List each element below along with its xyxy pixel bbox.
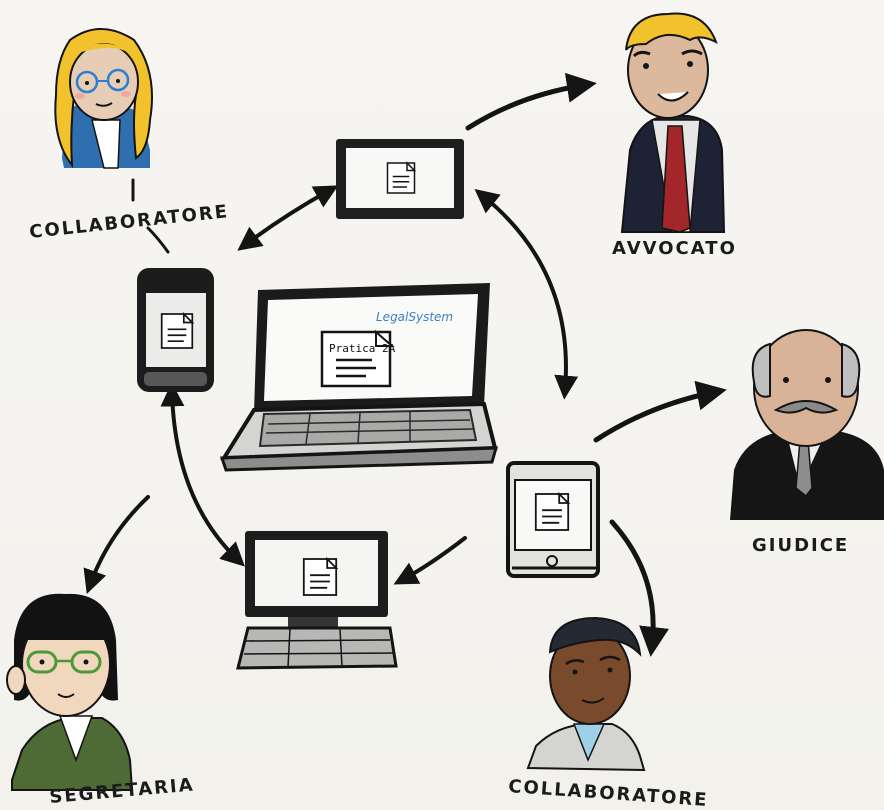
document-icon	[534, 493, 570, 531]
laptop-icon: LegalSystem Pratica 2A	[219, 283, 499, 472]
giudice-label: GIUDICE	[752, 535, 849, 556]
arrow-to-segretaria	[83, 495, 150, 595]
document-icon	[302, 558, 338, 596]
monitor-icon	[336, 139, 464, 219]
segretaria-figure	[6, 593, 134, 791]
avvocato-figure	[620, 12, 726, 233]
line-smartphone-collaboratore	[131, 178, 170, 254]
tablet-icon	[506, 461, 600, 578]
arrow-monitor-smartphone	[237, 185, 339, 251]
arrow-monitor-tablet	[474, 188, 579, 400]
arrow-tablet-to-giudice	[593, 380, 727, 443]
desktop-computer-icon	[236, 531, 398, 670]
document-icon	[386, 162, 416, 194]
avvocato-label: AVVOCATO	[612, 238, 737, 259]
document-icon	[320, 329, 395, 388]
arrow-tablet-to-collaboratore	[609, 519, 669, 657]
arrow-monitor-to-avvocato	[465, 72, 597, 131]
arrow-smartphone-desktop	[160, 382, 245, 567]
document-icon	[160, 313, 194, 349]
arrow-to-desktop	[393, 536, 467, 585]
collaboratore-bottom-label: COLLABORATORE	[508, 776, 710, 810]
laptop-brand-label: LegalSystem	[376, 310, 453, 324]
smartphone-icon	[137, 268, 214, 392]
collaboratore-top-figure	[54, 28, 153, 169]
giudice-figure	[730, 329, 884, 520]
collaboratore-bottom-figure	[526, 616, 646, 772]
collaboratore-top-label: COLLABORATORE	[28, 201, 230, 243]
laptop-document-label: Pratica 2A	[329, 342, 396, 355]
